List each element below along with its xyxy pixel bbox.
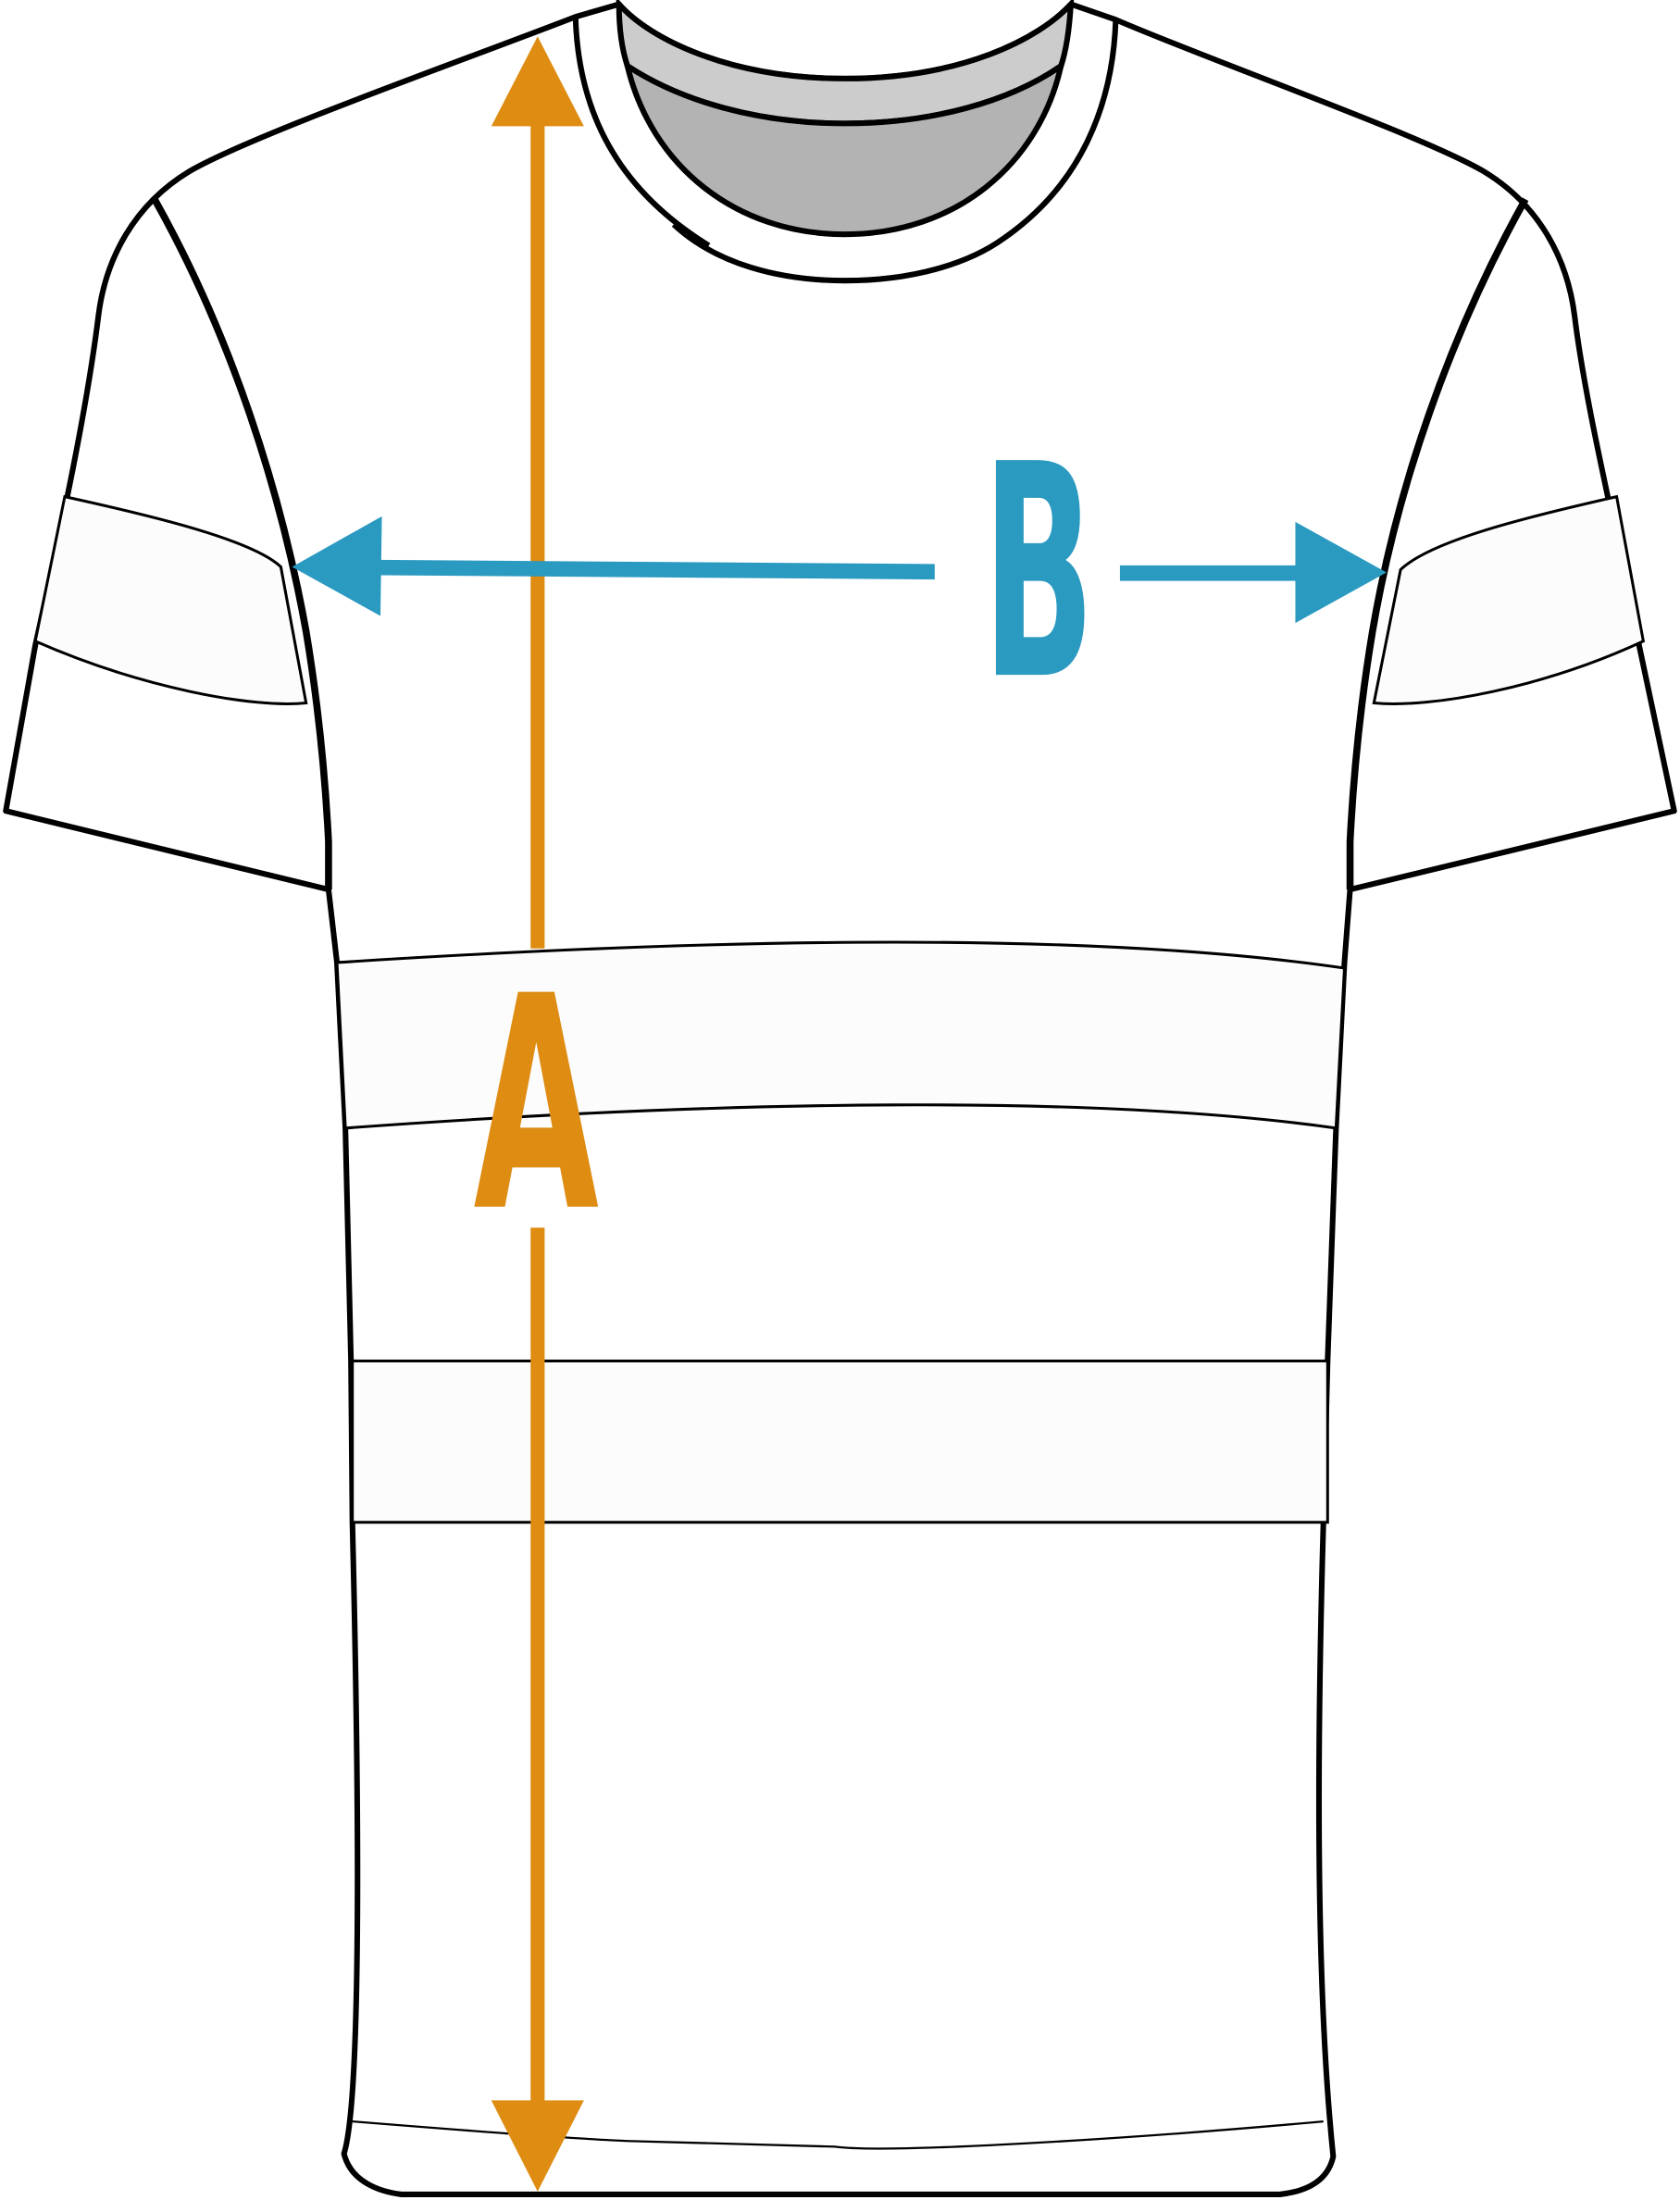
collar-inner (623, 59, 1065, 238)
measurement-a-arrow (491, 36, 584, 2192)
hem-line (352, 2119, 1324, 2150)
chest-band (335, 940, 1347, 1130)
waist-band (351, 1359, 1329, 1524)
measurement-a-label: A (474, 934, 601, 1277)
collar-band (572, 17, 1119, 284)
measurement-b-arrow (292, 516, 1387, 624)
left-armhole-seam (151, 197, 332, 890)
left-sleeve-band (33, 494, 308, 705)
right-sleeve-band (1372, 494, 1646, 705)
right-armhole-seam (1346, 197, 1529, 890)
measurement-b-label: B (982, 402, 1094, 745)
